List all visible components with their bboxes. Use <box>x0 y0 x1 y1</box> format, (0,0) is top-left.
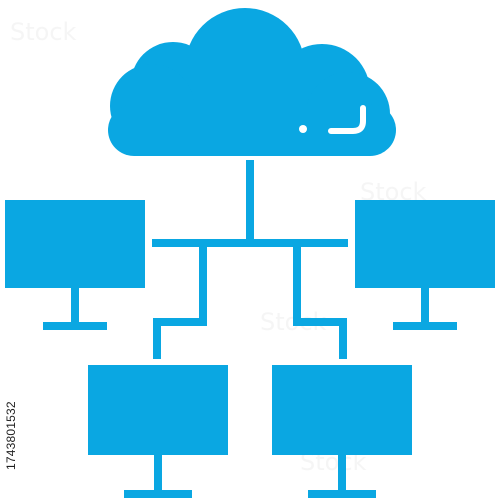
watermark-text-1: Stock <box>10 18 77 46</box>
monitor-icon-bottom-left <box>88 365 228 498</box>
monitor-icon-bottom-right <box>272 365 412 498</box>
cloud-highlight <box>299 105 366 134</box>
cloud-icon <box>108 8 396 156</box>
monitors <box>5 200 495 498</box>
network-connector-icon <box>152 160 348 359</box>
monitor-icon-left <box>5 200 145 330</box>
monitor-icon-right <box>355 200 495 330</box>
side-code: 1743801532 <box>4 401 18 470</box>
